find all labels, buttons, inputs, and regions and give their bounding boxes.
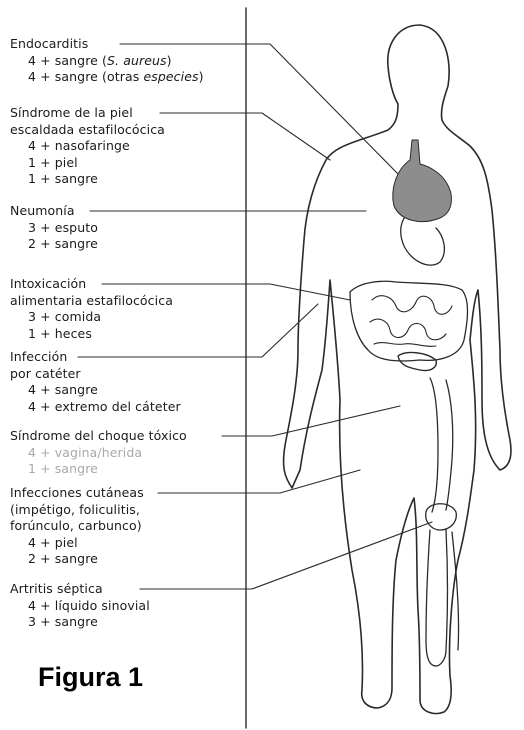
leader-sss [160, 113, 330, 160]
label-cateter-item: 4 + sangre [10, 382, 181, 399]
label-sss-title-2: escaldada estafilocócica [10, 122, 165, 139]
knee [426, 504, 457, 530]
figure-caption: Figura 1 [38, 662, 143, 693]
label-choque: Síndrome del choque tóxico 4 + vagina/he… [10, 428, 187, 478]
label-choque-title: Síndrome del choque tóxico [10, 428, 187, 445]
label-cutaneas-item: 4 + piel [10, 535, 144, 552]
label-cateter-item: 4 + extremo del cáteter [10, 399, 181, 416]
label-intoxicacion-title-1: Intoxicación [10, 276, 173, 293]
femur [430, 378, 453, 512]
label-artritis-title: Artritis séptica [10, 581, 150, 598]
label-endocarditis-title: Endocarditis [10, 36, 204, 53]
label-cutaneas: Infecciones cutáneas (impétigo, foliculi… [10, 485, 144, 568]
label-sss-item: 1 + piel [10, 155, 165, 172]
label-cateter-title-2: por catéter [10, 366, 181, 383]
intestine-coils [370, 296, 452, 347]
label-artritis-item: 3 + sangre [10, 614, 150, 631]
label-intoxicacion-item: 1 + heces [10, 326, 173, 343]
tibia [426, 530, 459, 666]
label-endocarditis-item: 4 + sangre (S. aureus) [10, 53, 204, 70]
label-neumonia: Neumonía 3 + esputo 2 + sangre [10, 203, 98, 253]
leader-artritis [140, 522, 432, 589]
label-sss-item: 1 + sangre [10, 171, 165, 188]
label-sss-item: 4 + nasofaringe [10, 138, 165, 155]
label-choque-item: 1 + sangre [10, 461, 187, 478]
label-endocarditis: Endocarditis 4 + sangre (S. aureus) 4 + … [10, 36, 204, 86]
label-cutaneas-item: 2 + sangre [10, 551, 144, 568]
label-cutaneas-title-2: (impétigo, foliculitis, [10, 502, 144, 519]
label-artritis-item: 4 + líquido sinovial [10, 598, 150, 615]
intestine-outline [350, 281, 468, 361]
label-neumonia-item: 3 + esputo [10, 220, 98, 237]
label-neumonia-item: 2 + sangre [10, 236, 98, 253]
label-cutaneas-title-1: Infecciones cutáneas [10, 485, 144, 502]
label-cateter: Infección por catéter 4 + sangre 4 + ext… [10, 349, 181, 415]
body-silhouette [284, 25, 511, 714]
label-endocarditis-item: 4 + sangre (otras especies) [10, 69, 204, 86]
label-intoxicacion-title-2: alimentaria estafilocócica [10, 293, 173, 310]
label-choque-item: 4 + vagina/herida [10, 445, 187, 462]
heart-organ [393, 140, 452, 222]
label-intoxicacion-item: 3 + comida [10, 309, 173, 326]
label-intoxicacion: Intoxicación alimentaria estafilocócica … [10, 276, 173, 342]
label-neumonia-title: Neumonía [10, 203, 98, 220]
label-cutaneas-title-3: forúnculo, carbunco) [10, 518, 144, 535]
label-artritis: Artritis séptica 4 + líquido sinovial 3 … [10, 581, 150, 631]
label-sss-title-1: Síndrome de la piel [10, 105, 165, 122]
leader-cutaneas [158, 470, 360, 493]
label-cateter-title-1: Infección [10, 349, 181, 366]
label-sss: Síndrome de la piel escaldada estafilocó… [10, 105, 165, 188]
